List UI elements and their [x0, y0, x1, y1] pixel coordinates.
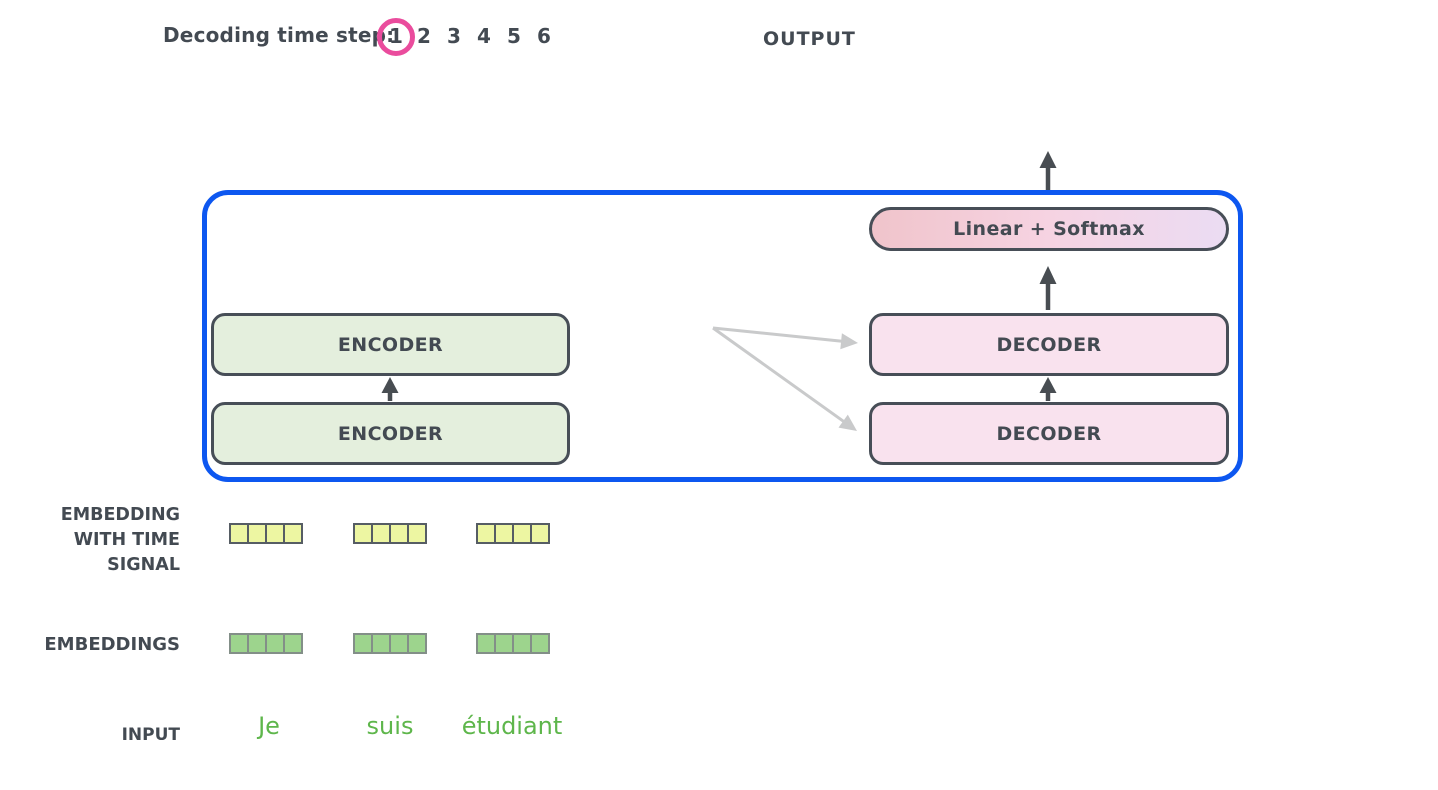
encoder-bottom-label: ENCODER — [337, 422, 444, 445]
encoder-top-label: ENCODER — [337, 333, 444, 356]
embedding-with-time-signal-label: EMBEDDING WITH TIME SIGNAL — [60, 505, 180, 575]
embeddings-label: EMBEDDINGS — [44, 634, 180, 655]
encoder-top-block: ENCODER — [211, 313, 570, 376]
decoding-timestep-label: Decoding time step: — [163, 23, 395, 47]
decoder-bottom-label: DECODER — [996, 422, 1102, 445]
timestep-2: 2 — [417, 24, 431, 48]
timestep-1: 1 — [389, 24, 403, 48]
active-step-ring — [377, 18, 415, 56]
input-word-etudiant: étudiant — [461, 712, 563, 740]
input-label: INPUT — [121, 725, 180, 745]
input-word-je: Je — [258, 712, 280, 740]
linear-softmax-label: Linear + Softmax — [953, 218, 1145, 240]
timestep-3: 3 — [447, 24, 461, 48]
linear-softmax-block: Linear + Softmax — [869, 207, 1229, 251]
model-container-box — [202, 190, 1243, 482]
timestep-6: 6 — [537, 24, 551, 48]
decoder-top-label: DECODER — [996, 333, 1102, 356]
time-signal-vector-2 — [353, 523, 427, 544]
timestep-4: 4 — [477, 24, 491, 48]
embedding-vector-3 — [476, 633, 550, 654]
decoder-top-block: DECODER — [869, 313, 1229, 376]
encoder-bottom-block: ENCODER — [211, 402, 570, 465]
time-signal-vector-3 — [476, 523, 550, 544]
timestep-5: 5 — [507, 24, 521, 48]
embedding-vector-1 — [229, 633, 303, 654]
embedding-vector-2 — [353, 633, 427, 654]
decoder-bottom-block: DECODER — [869, 402, 1229, 465]
input-word-suis: suis — [366, 712, 414, 740]
time-signal-vector-1 — [229, 523, 303, 544]
output-label: OUTPUT — [763, 28, 856, 50]
